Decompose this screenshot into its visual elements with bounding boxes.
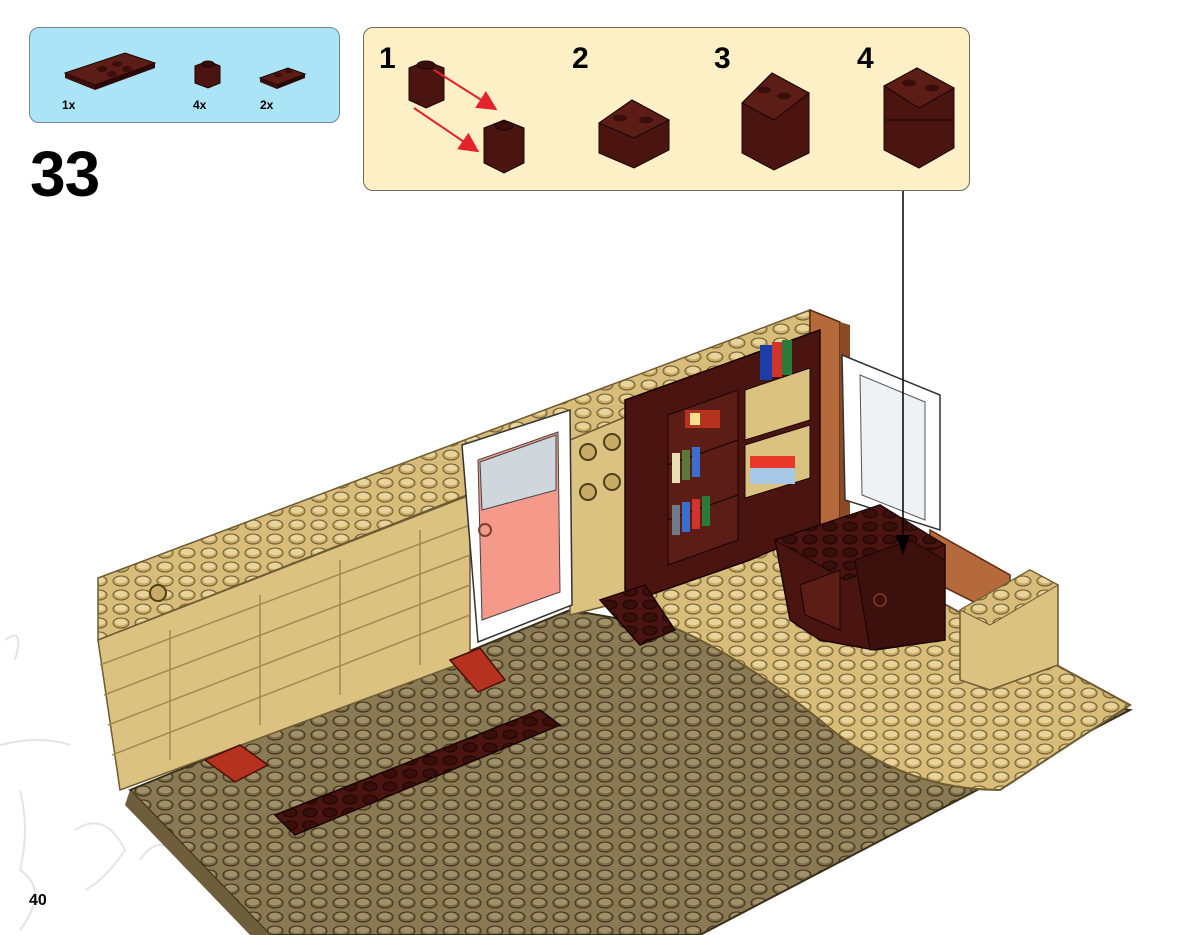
part-qty-2: 4x: [193, 98, 207, 112]
part-qty-1: 1x: [62, 98, 76, 112]
substep-number-4: 4: [857, 42, 874, 75]
substep-number-3: 3: [714, 42, 731, 75]
parts-icons: [63, 52, 307, 90]
substep-4-bricks-icon: [883, 67, 956, 169]
substep-1-bricks-icon: [408, 60, 525, 174]
floor-plates: [203, 584, 677, 836]
bookshelf: [624, 98, 821, 596]
substep-number-2: 2: [572, 42, 589, 75]
substep-2-bricks-icon: [597, 99, 671, 169]
pointer-arrow-icon: [896, 535, 910, 555]
subassembly-icons: [408, 60, 956, 174]
substep-number-1: 1: [379, 42, 396, 75]
step-number: 33: [30, 138, 100, 210]
page-number: 40: [29, 892, 47, 909]
parts-list-box: 1x 4x 2x: [29, 27, 340, 123]
door-frame: [461, 408, 573, 644]
dark-brown-plate-2x4-icon: [63, 52, 157, 90]
window-frame: [841, 353, 941, 532]
part-qty-3: 2x: [260, 98, 274, 112]
dark-brown-plate-1x2-icon: [258, 67, 307, 89]
tan-corner-block: [958, 569, 1060, 691]
substep-3-bricks-icon: [741, 72, 810, 171]
dark-brown-brick-1x1-icon: [194, 60, 221, 89]
subassembly-box: 1 2 3 4: [363, 27, 970, 191]
